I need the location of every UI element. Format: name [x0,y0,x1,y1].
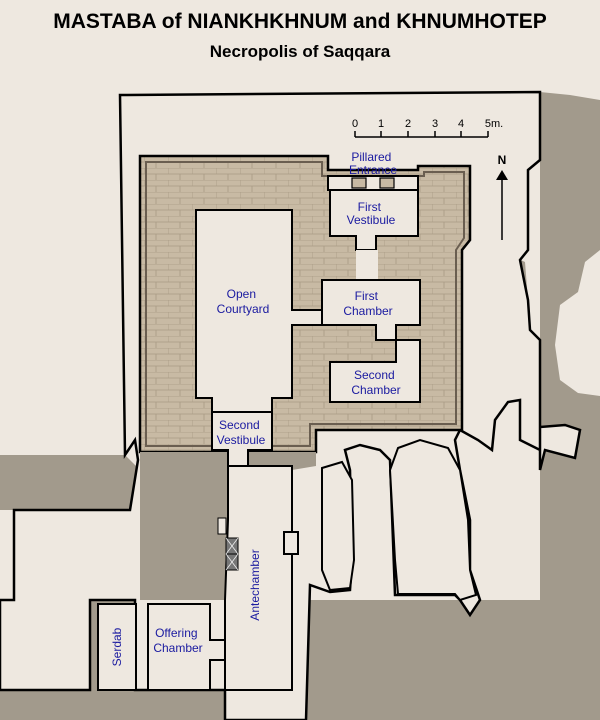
first-vestibule-label: First Vestibule [347,200,396,227]
serdab-room [97,603,137,691]
entrance-pillars [351,177,395,189]
pillared-entrance-room [327,175,419,191]
map-subtitle: Necropolis of Saqqara [209,42,391,61]
offering-chamber-label: Offering Chamber [153,626,202,655]
serdab-label: Serdab [110,627,124,666]
scale-tick-label: 5m. [485,118,503,130]
scale-tick-label: 1 [378,118,384,130]
open-courtyard-label: Open Courtyard [217,287,270,316]
scale-tick-label: 4 [458,118,464,130]
north-arrow-icon: N [496,153,508,240]
second-chamber-label: Second Chamber [351,368,400,397]
antechamber-label: Antechamber [248,549,262,620]
antechamber-wall-blocks [217,517,239,571]
scale-bar: 0 1 2 3 4 5m. [352,118,503,138]
north-label: N [498,153,507,167]
map-title: MASTABA of NIANKHKHNUM and KHNUMHOTEP [53,10,547,33]
first-chamber-label: First Chamber [343,289,392,318]
offering-chamber-room [147,603,226,691]
scale-tick-label: 2 [405,118,411,130]
scale-tick-label: 0 [352,118,358,130]
second-vestibule-label: Second Vestibule [217,418,266,447]
scale-tick-label: 3 [432,118,438,130]
pillared-entrance-label: Pillared Entrance [349,150,397,177]
second-chamber-room [329,339,421,403]
open-courtyard-room [195,209,323,413]
